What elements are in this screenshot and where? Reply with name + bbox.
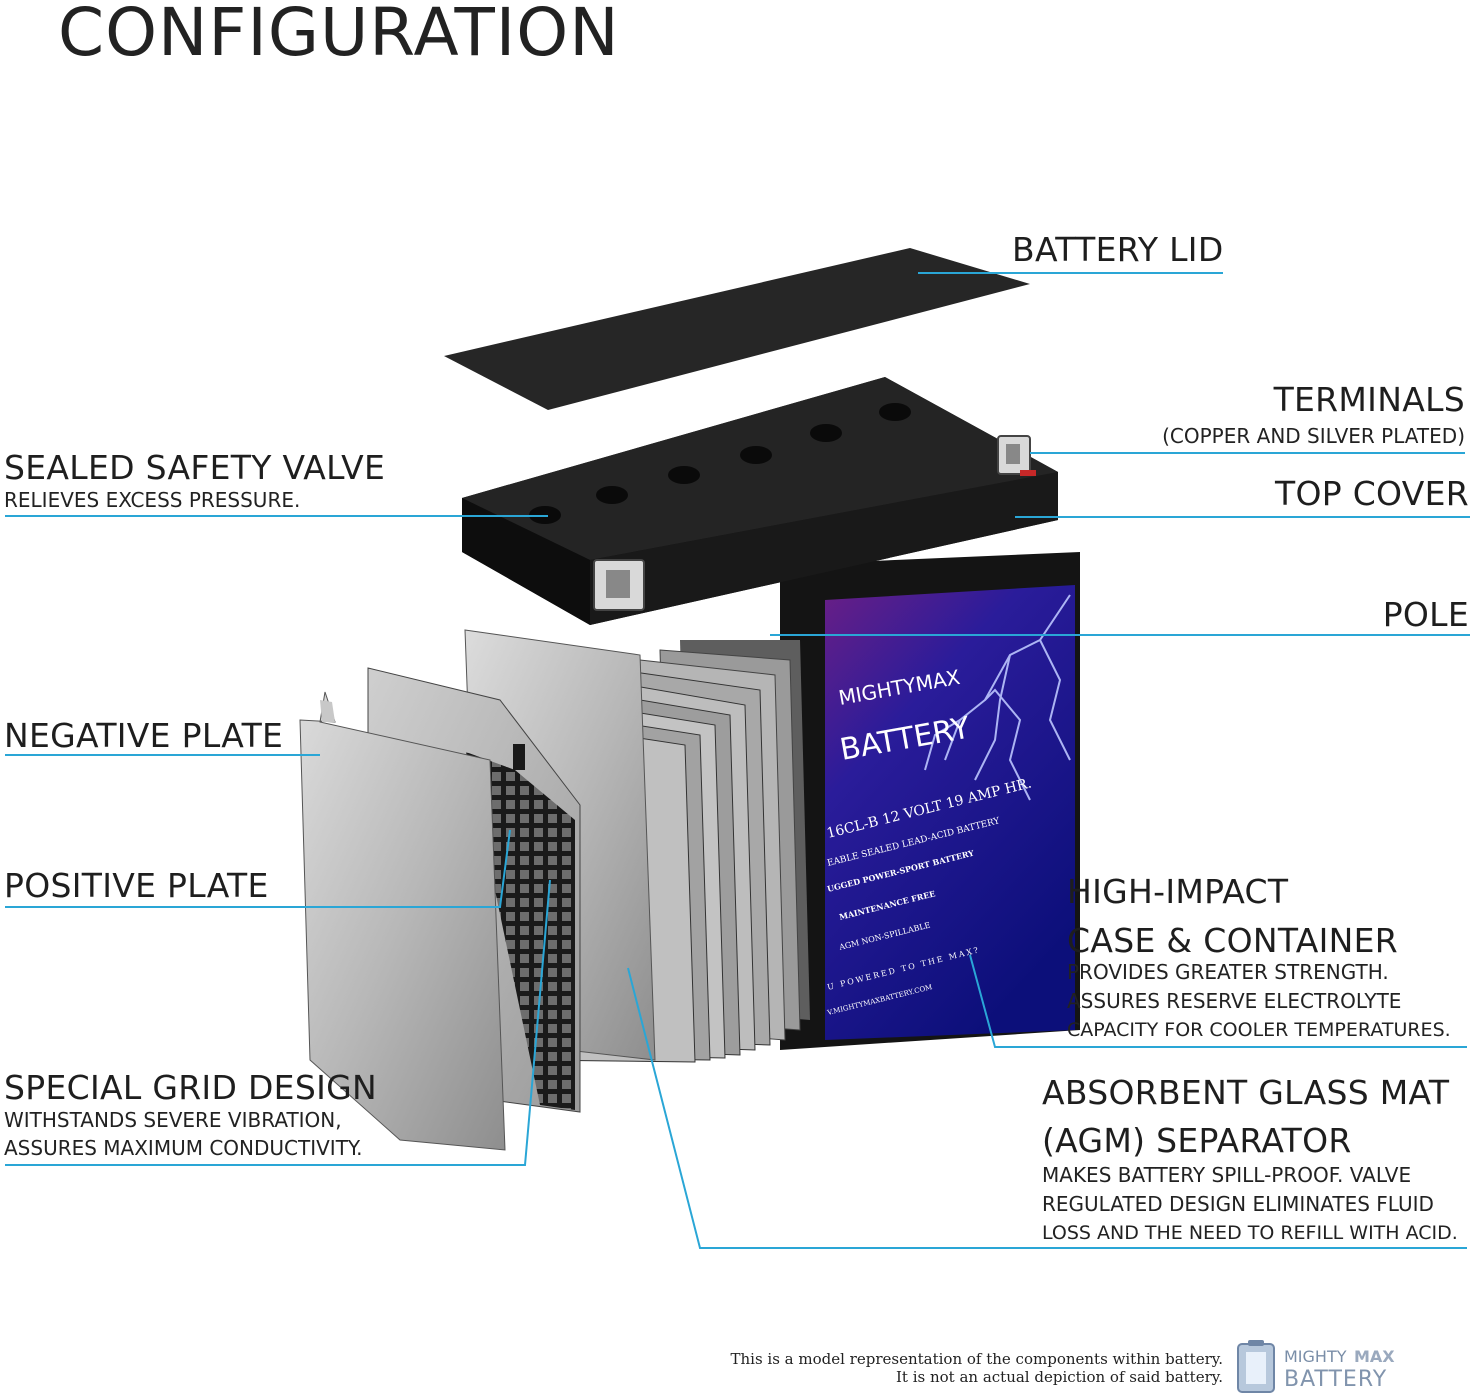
label-agm-sub-1: MAKES BATTERY SPILL-PROOF. VALVE xyxy=(1042,1163,1412,1187)
footnote-line-1: This is a model representation of the co… xyxy=(730,1350,1223,1368)
footer-logo-word-1a: MIGHTY xyxy=(1284,1347,1347,1366)
label-grid-design: SPECIAL GRID DESIGN xyxy=(4,1068,377,1107)
lightning-graphic xyxy=(924,594,1071,801)
page-title: CONFIGURATION xyxy=(58,0,620,71)
label-case-sub-2: ASSURES RESERVE ELECTROLYTE xyxy=(1067,989,1402,1013)
label-negative-plate: NEGATIVE PLATE xyxy=(4,716,284,755)
label-case-1: HIGH-IMPACT xyxy=(1067,872,1289,911)
label-agm-sub-2: REGULATED DESIGN ELIMINATES FLUID xyxy=(1042,1192,1434,1216)
label-case-sub-3: CAPACITY FOR COOLER TEMPERATURES. xyxy=(1067,1019,1451,1041)
label-pole: POLE xyxy=(1382,595,1469,634)
leader-positive-plate xyxy=(5,829,511,908)
leader-case xyxy=(969,954,1467,1048)
leader-agm xyxy=(627,967,1467,1249)
label-sealed-valve: SEALED SAFETY VALVE xyxy=(4,448,386,487)
label-agm-sub-3: LOSS AND THE NEED TO REFILL WITH ACID. xyxy=(1042,1222,1458,1244)
label-terminals: TERMINALS xyxy=(1273,380,1465,419)
label-sealed-valve-sub: RELIEVES EXCESS PRESSURE. xyxy=(4,488,301,512)
label-top-cover: TOP COVER xyxy=(1274,474,1469,513)
label-grid-sub-1: WITHSTANDS SEVERE VIBRATION, xyxy=(4,1108,342,1132)
label-case-sub-1: PROVIDES GREATER STRENGTH. xyxy=(1067,960,1389,984)
label-agm-1: ABSORBENT GLASS MAT xyxy=(1042,1073,1450,1112)
footnote-line-2: It is not an actual depiction of said ba… xyxy=(895,1368,1223,1386)
label-grid-sub-2: ASSURES MAXIMUM CONDUCTIVITY. xyxy=(4,1136,363,1160)
battery-lid xyxy=(444,248,1030,410)
battery-label xyxy=(825,585,1075,1040)
footer-logo: MIGHTY MAX BATTERY xyxy=(1237,1340,1395,1393)
footnote: This is a model representation of the co… xyxy=(730,1350,1223,1386)
leader-grid xyxy=(5,879,551,1166)
footer-logo-word-2: BATTERY xyxy=(1284,1367,1387,1392)
leader-lines xyxy=(5,272,1470,1249)
label-battery-lid: BATTERY LID xyxy=(1012,230,1224,269)
label-terminals-sub: (COPPER AND SILVER PLATED) xyxy=(1162,424,1465,448)
label-positive-plate: POSITIVE PLATE xyxy=(4,866,269,905)
top-cover xyxy=(462,377,1058,625)
label-case-2: CASE & CONTAINER xyxy=(1067,921,1398,960)
separator-plates xyxy=(299,667,581,1151)
label-agm-2: (AGM) SEPARATOR xyxy=(1042,1121,1352,1160)
footer-logo-word-1b: MAX xyxy=(1354,1347,1395,1366)
